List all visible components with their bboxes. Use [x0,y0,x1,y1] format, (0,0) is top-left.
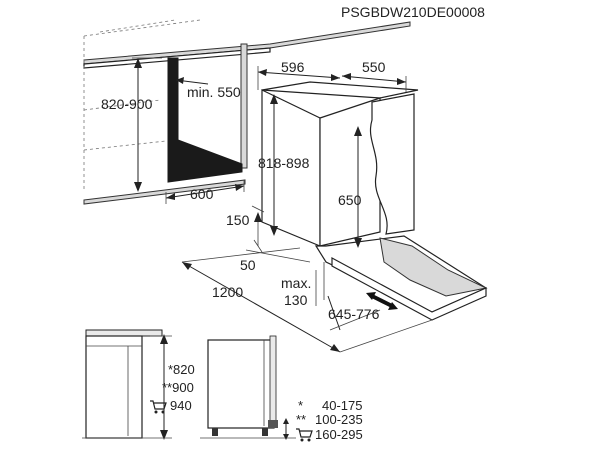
dishwasher-top [261,81,419,99]
range-mark-2: ** [296,412,306,427]
cart-icon [296,428,313,442]
label-1200: 1200 [212,284,243,300]
label-max: max. [281,275,311,291]
floor-plinth [83,179,246,205]
niche-shadow [167,57,243,183]
label-50: 50 [240,257,256,273]
document-code: PSGBDW210DE00008 [341,4,485,20]
open-door-edge [331,256,487,321]
dim-door-height: 650 [338,126,362,248]
range-3: 160-295 [315,427,363,442]
legend-height-1: *820 [168,362,195,377]
label-cabinet-height: 820-900 [101,96,153,112]
side-view-appliance [200,335,296,440]
dim-cabinet-height: 820-900 [101,57,162,192]
cart-icon [150,400,167,414]
range-1: 40-175 [322,398,362,413]
slide-arrow-icon [366,292,398,310]
side-panel [240,43,248,169]
dim-width: 596 [257,59,341,90]
range-legend: * 40-175 ** 100-235 160-295 [296,398,363,442]
label-door-range: 645-776 [328,306,380,322]
dim-depth: 550 [341,59,407,92]
dim-door-range: 645-776 [327,292,398,331]
label-niche-width: 600 [190,186,214,202]
dishwasher-unit [261,81,488,321]
dim-max: max. 130 [281,262,325,308]
side-worktop [85,329,163,337]
range-2: 100-235 [315,412,363,427]
label-depth: 550 [362,59,386,75]
plinth-block [268,420,278,428]
dim-1200: 1200 [181,247,433,353]
dishwasher-door-panel [370,93,415,235]
foot-right [262,428,268,436]
foot-left [212,428,218,436]
label-appliance-height: 818-898 [258,155,310,171]
label-max-value: 130 [284,292,308,308]
label-width: 596 [281,59,305,75]
worktop-niche [83,19,411,205]
legend-height-3: 940 [170,398,192,413]
label-door-height: 650 [338,192,362,208]
dim-appliance-height: 818-898 [258,94,310,236]
label-150: 150 [226,212,250,228]
label-min-depth: min. 550 [187,84,241,100]
side-view-cabinet: *820 **900 940 [82,329,195,440]
side-cabinet-body [85,335,143,439]
range-mark-1: * [298,398,303,413]
legend-height-2: **900 [162,380,194,395]
dim-min-depth: min. 550 [175,77,241,100]
dim-niche-width: 600 [165,180,245,204]
dishwasher-front [319,97,381,247]
open-door-face [379,237,488,297]
dim-plinth: 150 50 [226,205,311,273]
